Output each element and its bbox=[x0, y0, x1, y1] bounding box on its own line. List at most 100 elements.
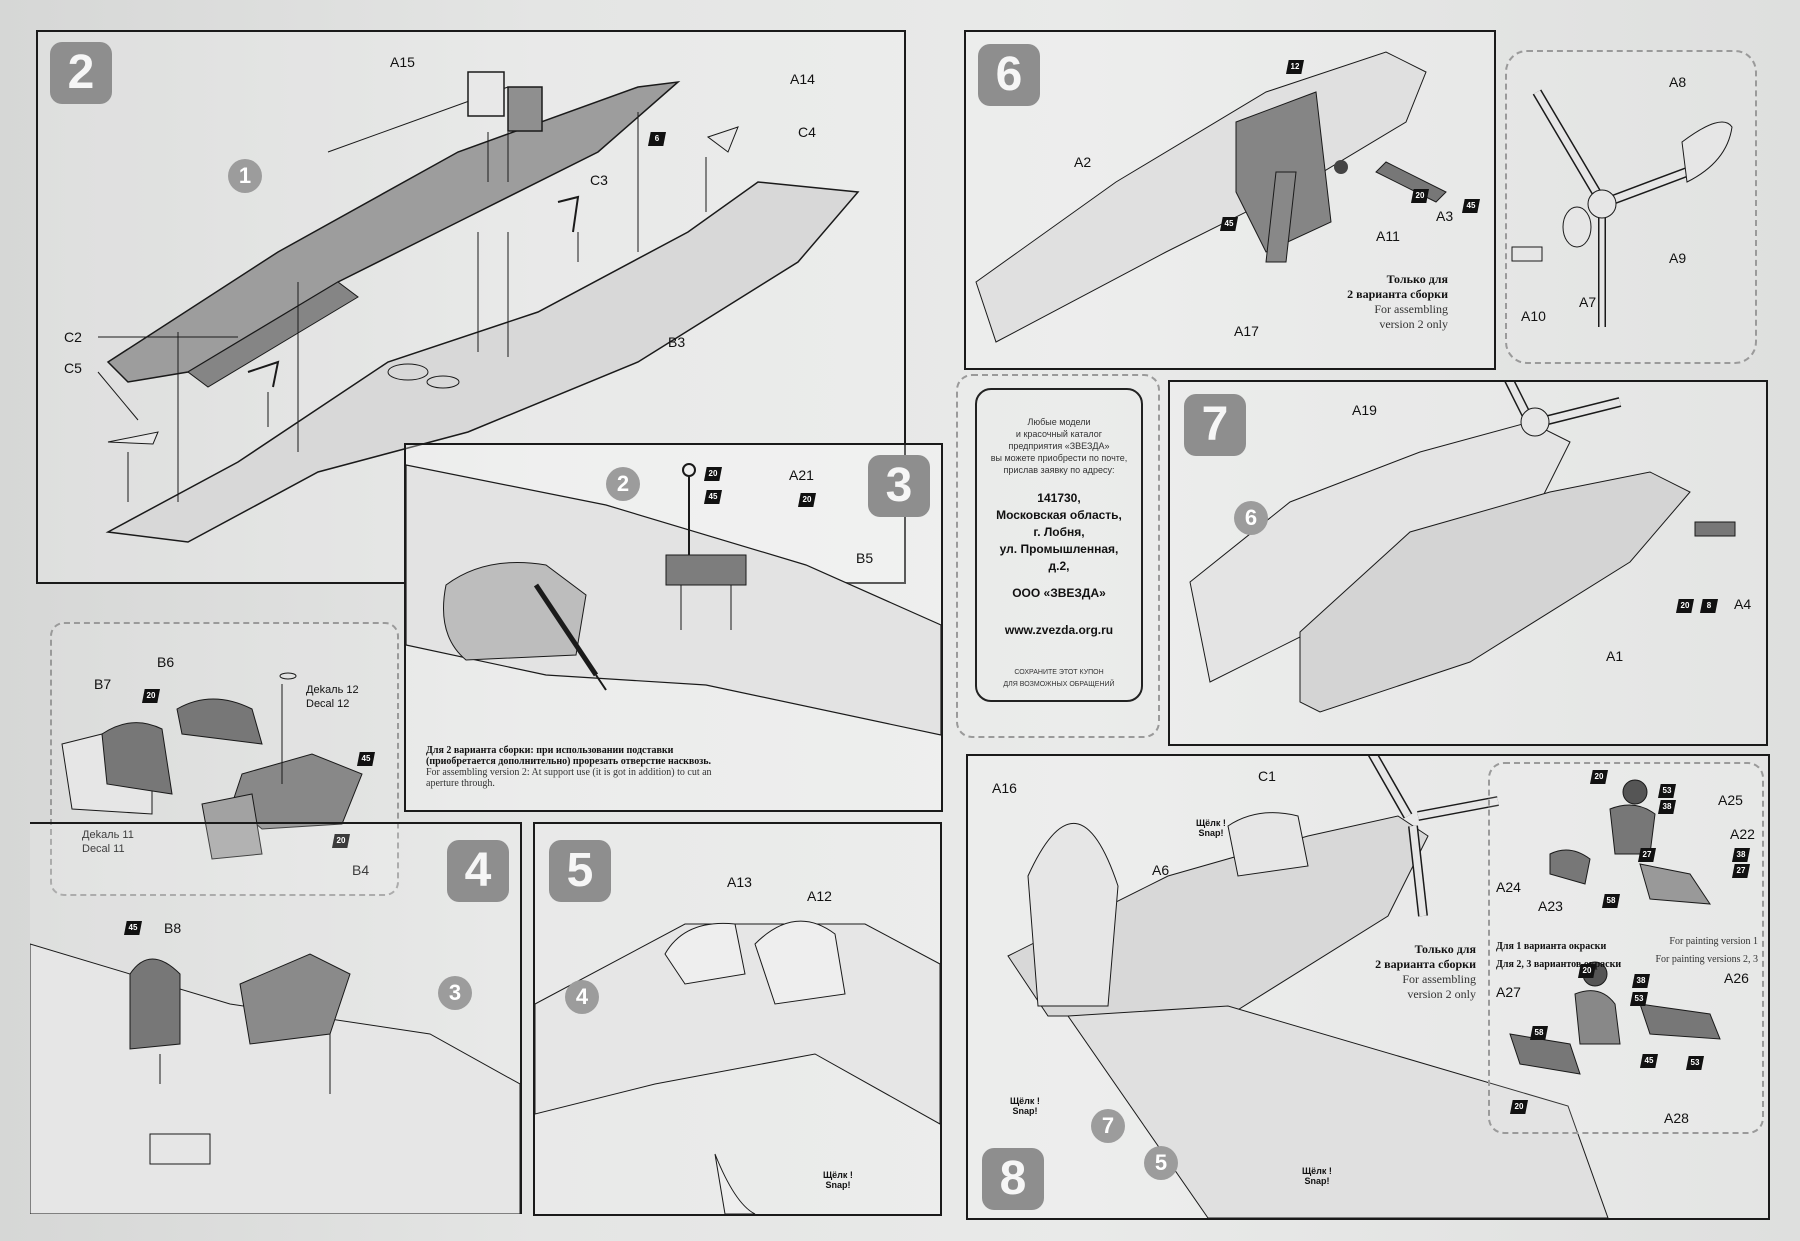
label-b3: B3 bbox=[668, 334, 686, 350]
label-c3: C3 bbox=[590, 172, 608, 188]
coupon-text: и красочный каталог bbox=[1015, 429, 1103, 439]
label-decal-11: Деkаль 11 bbox=[82, 829, 134, 841]
label-decal-11-en: Decal 11 bbox=[82, 843, 125, 855]
decal-badge: 45 bbox=[704, 490, 722, 504]
note-en: version 2 only bbox=[1407, 987, 1476, 1001]
part-callout-2: 2 bbox=[606, 467, 640, 501]
coupon-address: 141730, bbox=[1037, 491, 1081, 505]
coupon-address: д.2, bbox=[1048, 559, 1070, 573]
label-c5: C5 bbox=[64, 360, 82, 376]
label-a25: A25 bbox=[1718, 792, 1743, 808]
label-a2: A2 bbox=[1074, 154, 1092, 170]
decal-badge: 20 bbox=[798, 493, 816, 507]
pilot-drawing bbox=[1509, 779, 1721, 1075]
label-b7: B7 bbox=[94, 676, 112, 692]
label-a8: A8 bbox=[1669, 74, 1687, 90]
label-a26: A26 bbox=[1724, 970, 1749, 986]
label-a27: A27 bbox=[1496, 984, 1521, 1000]
step-2-drawing bbox=[97, 71, 860, 543]
step-number: 4 bbox=[447, 840, 509, 902]
note-ru: 2 варианта сборки bbox=[1375, 957, 1476, 971]
snap-callout: Щёлк !Snap! bbox=[1196, 818, 1226, 838]
decal-badge: 53 bbox=[1630, 992, 1648, 1006]
snap-callout: Щёлк !Snap! bbox=[823, 1170, 853, 1190]
part-callout-3: 3 bbox=[438, 976, 472, 1010]
label-b5: B5 bbox=[856, 550, 874, 566]
snap-callout: Щёлк !Snap! bbox=[1010, 1096, 1040, 1116]
label-a13: A13 bbox=[727, 874, 752, 890]
coupon-footer: СОХРАНИТЕ ЭТОТ КУПОН bbox=[1014, 669, 1104, 676]
decal-badge: 20 bbox=[142, 689, 160, 703]
decal-badge: 58 bbox=[1530, 1026, 1548, 1040]
decal-badge: 20 bbox=[1411, 189, 1429, 203]
note-en: For painting version 1 bbox=[1669, 936, 1758, 947]
decal-badge: 20 bbox=[332, 834, 350, 848]
snap-callout: Щёлк !Snap! bbox=[1302, 1166, 1332, 1186]
decal-badge: 58 bbox=[1602, 894, 1620, 908]
part-callout-5: 5 bbox=[1144, 1146, 1178, 1180]
label-a24: A24 bbox=[1496, 879, 1521, 895]
part-callout-6: 6 bbox=[1234, 501, 1268, 535]
snap-text-en: Snap! bbox=[825, 1180, 851, 1190]
step-5-drawing bbox=[535, 920, 940, 1214]
note-ru: Для 2 варианта сборки: при использовании… bbox=[426, 745, 712, 767]
label-a21: A21 bbox=[789, 467, 814, 483]
label-a9: A9 bbox=[1669, 250, 1687, 266]
decal-badge: 38 bbox=[1632, 974, 1650, 988]
decal-badge: 45 bbox=[1462, 199, 1480, 213]
label-a23: A23 bbox=[1538, 898, 1563, 914]
note-en: version 2 only bbox=[1379, 317, 1448, 331]
step-number: 2 bbox=[50, 42, 112, 104]
pilot-inset: A25 A22 A24 A23 A27 A26 A28 Для 1 вариан… bbox=[1488, 762, 1764, 1134]
step-6-panel: 6 A2 A11 A3 A17 12 20 45 45 Только для 2… bbox=[964, 30, 1496, 370]
note-en: For assembling version 2: At support use… bbox=[426, 767, 712, 789]
step-number: 7 bbox=[1184, 394, 1246, 456]
label-a19: A19 bbox=[1352, 402, 1377, 418]
label-a22: A22 bbox=[1730, 826, 1755, 842]
decal-badge: 20 bbox=[1676, 599, 1694, 613]
note-ru: Для 2, 3 вариантов окраски bbox=[1496, 959, 1622, 970]
decal-badge: 45 bbox=[1220, 217, 1238, 231]
label-a7: A7 bbox=[1579, 294, 1597, 310]
coupon-footer: ДЛЯ ВОЗМОЖНЫХ ОБРАЩЕНИЙ bbox=[1003, 681, 1115, 688]
step-3-note: Для 2 варианта сборки: при использовании… bbox=[426, 745, 726, 789]
snap-text: Щёлк ! bbox=[1010, 1096, 1040, 1106]
step-number: 5 bbox=[549, 840, 611, 902]
decal-badge: 8 bbox=[1700, 599, 1718, 613]
snap-text-en: Snap! bbox=[1012, 1106, 1038, 1116]
coupon-website: www.zvezda.org.ru bbox=[1004, 623, 1114, 637]
label-a12: A12 bbox=[807, 888, 832, 904]
label-a17: A17 bbox=[1234, 323, 1259, 339]
label-a14: A14 bbox=[790, 71, 815, 87]
step-7-drawing bbox=[1189, 382, 1736, 713]
decal-badge: 20 bbox=[704, 467, 722, 481]
note-en: For assembling bbox=[1402, 972, 1476, 986]
step-number: 6 bbox=[978, 44, 1040, 106]
decal-badge: 6 bbox=[648, 132, 666, 146]
step-5-panel: 5 4 A13 A12 Щёлк !Snap! bbox=[533, 822, 942, 1216]
seat-inset: B7 B6 B4 Деkаль 12 Decal 12 Деkаль 11 De… bbox=[50, 622, 399, 896]
label-a28: A28 bbox=[1664, 1110, 1689, 1126]
decal-badge: 27 bbox=[1638, 848, 1656, 862]
label-a15: A15 bbox=[390, 54, 415, 70]
step-number: 3 bbox=[868, 455, 930, 517]
step-8-note: Только для 2 варианта сборки For assembl… bbox=[1364, 942, 1476, 1002]
step-6-drawing bbox=[975, 51, 1447, 343]
decal-badge: 45 bbox=[1640, 1054, 1658, 1068]
decal-badge: 53 bbox=[1658, 784, 1676, 798]
step-8-drawing bbox=[1007, 756, 1609, 1218]
part-callout-1: 1 bbox=[228, 159, 262, 193]
coupon-text: Любые модели bbox=[1027, 417, 1091, 427]
snap-text-en: Snap! bbox=[1304, 1176, 1330, 1186]
note-ru: 2 варианта сборки bbox=[1347, 287, 1448, 301]
step-number: 8 bbox=[982, 1148, 1044, 1210]
decal-badge: 53 bbox=[1686, 1056, 1704, 1070]
step-3-drawing bbox=[406, 463, 941, 736]
note-ru: Только для bbox=[1386, 272, 1448, 286]
snap-text: Щёлк ! bbox=[1302, 1166, 1332, 1176]
coupon-address: Московская область, bbox=[996, 508, 1122, 522]
step-4-drawing bbox=[30, 943, 520, 1214]
label-a10: A10 bbox=[1521, 308, 1546, 324]
coupon-outline bbox=[956, 374, 1160, 738]
label-c4: C4 bbox=[798, 124, 816, 140]
